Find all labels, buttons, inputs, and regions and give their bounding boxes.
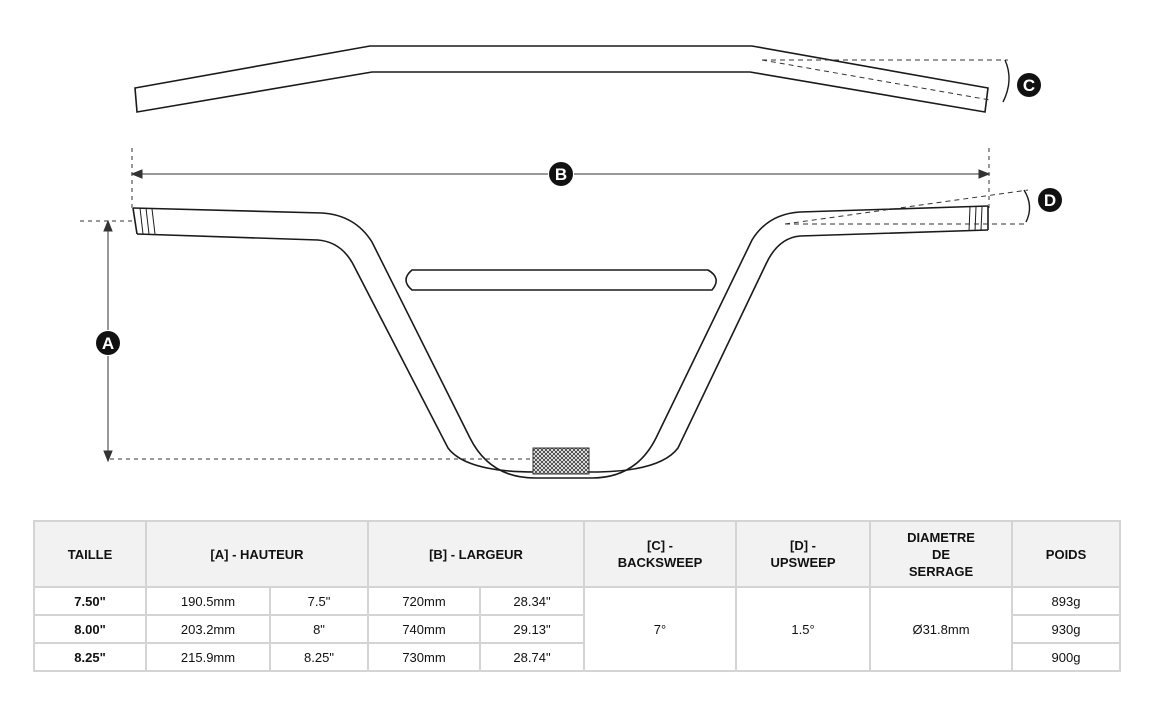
table-row: 8.25" 215.9mm 8.25" 730mm 28.74" 900g — [33, 642, 1122, 672]
header-hauteur: [A] - HAUTEUR — [145, 520, 369, 588]
cell-hauteur-in: 8" — [269, 614, 369, 644]
cell-taille: 8.25" — [33, 642, 147, 672]
table-row: 8.00" 203.2mm 8" 740mm 29.13" 930g — [33, 614, 1122, 644]
marker-c-label: C — [1023, 76, 1035, 95]
table-row: 7.50" 190.5mm 7.5" 720mm 28.34" 7° 1.5° … — [33, 586, 1122, 672]
header-upsweep: [D] - UPSWEEP — [735, 520, 872, 588]
cell-hauteur-mm: 190.5mm — [145, 586, 271, 616]
upsweep-arc — [1023, 189, 1031, 223]
cell-backsweep: 7° — [583, 586, 738, 672]
cell-largeur-in: 28.34" — [478, 586, 586, 616]
upsweep-dimension-lines — [784, 189, 1029, 225]
marker-b-label: B — [555, 165, 567, 184]
knurled-clamp-area — [532, 447, 590, 475]
cell-poids: 930g — [1011, 614, 1122, 644]
handlebar-front-view — [132, 205, 989, 479]
backsweep-dimension-lines — [761, 59, 1008, 101]
cell-largeur-mm: 730mm — [367, 642, 481, 672]
cell-taille: 8.00" — [33, 614, 147, 644]
header-taille: TAILLE — [33, 520, 147, 588]
cell-hauteur-mm: 215.9mm — [145, 642, 271, 672]
header-largeur: [B] - LARGEUR — [366, 520, 586, 588]
cell-upsweep: 1.5° — [735, 586, 872, 672]
header-diametre: DIAMETRE DE SERRAGE — [869, 520, 1014, 588]
backsweep-arc — [1002, 59, 1010, 103]
cell-hauteur-in: 7.5" — [269, 586, 369, 616]
cell-largeur-mm: 740mm — [367, 614, 481, 644]
marker-d-label: D — [1044, 191, 1056, 210]
header-upsweep-line2: UPSWEEP — [770, 555, 836, 570]
header-backsweep-line2: BACKSWEEP — [617, 555, 703, 570]
handlebar-top-view — [134, 45, 989, 113]
header-diametre-line1: DIAMETRE — [907, 529, 975, 545]
marker-d — [1038, 188, 1062, 212]
header-backsweep-line1: [C] - — [647, 538, 674, 553]
marker-b — [549, 162, 573, 186]
cell-hauteur-in: 8.25" — [269, 642, 369, 672]
table-header-row: TAILLE [A] - HAUTEUR [B] - LARGEUR [C] -… — [33, 520, 1122, 588]
header-diametre-line2: DE — [931, 546, 951, 562]
cell-largeur-in: 29.13" — [478, 614, 586, 644]
marker-a — [96, 331, 120, 355]
header-diametre-line3: SERRAGE — [908, 563, 974, 579]
cell-taille: 7.50" — [33, 586, 147, 616]
cell-largeur-in: 28.74" — [478, 642, 586, 672]
header-poids: POIDS — [1011, 520, 1122, 588]
cell-hauteur-mm: 203.2mm — [145, 614, 271, 644]
marker-c — [1017, 73, 1041, 97]
cell-poids: 900g — [1011, 642, 1122, 672]
spec-table: TAILLE [A] - HAUTEUR [B] - LARGEUR [C] -… — [33, 520, 1122, 672]
width-dimension — [130, 148, 991, 210]
cell-largeur-mm: 720mm — [367, 586, 481, 616]
cell-poids: 893g — [1011, 586, 1122, 616]
header-upsweep-line1: [D] - — [790, 538, 817, 553]
cell-diametre: Ø31.8mm — [869, 586, 1014, 672]
marker-a-label: A — [102, 334, 114, 353]
handlebar-diagram: C B D — [80, 45, 1062, 479]
header-backsweep: [C] - BACKSWEEP — [583, 520, 738, 588]
height-dimension — [80, 219, 533, 463]
